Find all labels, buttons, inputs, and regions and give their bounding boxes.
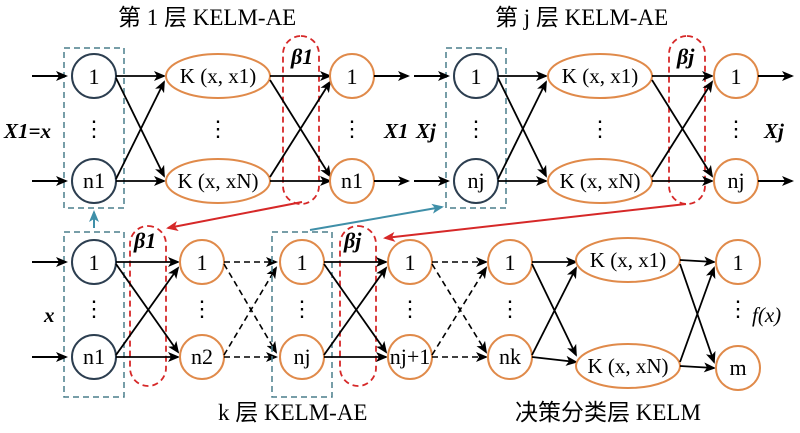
kernel-label: K (x, xN) bbox=[587, 354, 668, 378]
beta-dashed-box bbox=[668, 35, 706, 205]
node-label: 1 bbox=[405, 250, 416, 275]
node-label: 1 bbox=[347, 64, 358, 89]
node-label: nj bbox=[293, 344, 310, 369]
vertical-dots: ⋮ bbox=[341, 116, 363, 141]
kernel-label: K (x, xN) bbox=[177, 169, 258, 193]
output-function-label: f(x) bbox=[752, 303, 781, 327]
output-label: X1 bbox=[383, 119, 409, 143]
vertical-dots: ⋮ bbox=[727, 296, 749, 321]
vertical-dots: ⋮ bbox=[291, 296, 313, 321]
caption-layer-j: 第 j 层 KELM-AE bbox=[495, 5, 668, 30]
beta-dashed-box bbox=[282, 35, 320, 205]
beta-label: βj bbox=[343, 228, 362, 253]
vertical-dots: ⋮ bbox=[83, 116, 105, 141]
input-dashed-box bbox=[63, 231, 125, 398]
caption-decision-layer: 决策分类层 KELM bbox=[515, 400, 701, 425]
output-node bbox=[715, 345, 761, 391]
caption-layer-k: k 层 KELM-AE bbox=[218, 400, 367, 425]
vertical-dots: ⋮ bbox=[499, 296, 521, 321]
vertical-dots: ⋮ bbox=[589, 116, 611, 141]
node-label: 1 bbox=[89, 64, 100, 89]
output-node bbox=[715, 239, 761, 285]
vertical-dots: ⋮ bbox=[725, 116, 747, 141]
node-label: n1 bbox=[341, 168, 363, 193]
kernel-label: K (x, x1) bbox=[590, 248, 666, 272]
node-label: 1 bbox=[505, 250, 516, 275]
stacked-network: 1 ⋮ n1 x β1 1 ⋮ n2 1 ⋮ nj βj bbox=[32, 225, 781, 398]
link-arrow-blue bbox=[309, 203, 444, 231]
kernel-label: K (x, x1) bbox=[562, 64, 638, 88]
node-label: 1 bbox=[197, 250, 208, 275]
node-label: 1 bbox=[471, 64, 482, 89]
beta-dashed-box bbox=[129, 225, 167, 387]
node-label: 1 bbox=[89, 250, 100, 275]
input-dashed-box bbox=[63, 47, 125, 209]
node-label: n2 bbox=[191, 344, 213, 369]
vertical-dots: ⋮ bbox=[207, 116, 229, 141]
node-label: nk bbox=[499, 344, 521, 369]
node-label: n1 bbox=[83, 344, 105, 369]
node-label: n1 bbox=[83, 168, 105, 193]
caption-layer-1: 第 1 层 KELM-AE bbox=[118, 5, 296, 30]
vertical-dots: ⋮ bbox=[465, 116, 487, 141]
kernel-label: K (x, xN) bbox=[559, 169, 640, 193]
node-label: nj bbox=[727, 168, 744, 193]
input-label: x bbox=[43, 303, 55, 327]
output-label: Xj bbox=[763, 119, 784, 143]
input-dashed-box bbox=[445, 47, 507, 209]
vertical-dots: ⋮ bbox=[399, 296, 421, 321]
layer-j-kelm-ae: 1 ⋮ nj K (x, x1) ⋮ K (x, xN) βj 1 ⋮ nj X… bbox=[414, 35, 794, 209]
node-label: nj bbox=[467, 168, 484, 193]
node-label: nj+1 bbox=[390, 344, 431, 369]
vertical-dots: ⋮ bbox=[83, 296, 105, 321]
input-label: X1=x bbox=[3, 119, 51, 143]
vertical-dots: ⋮ bbox=[191, 296, 213, 321]
input-label: Xj bbox=[415, 119, 436, 143]
beta-label: β1 bbox=[133, 228, 156, 253]
node-label: m bbox=[729, 355, 746, 380]
node-label: 1 bbox=[731, 64, 742, 89]
input-dashed-box bbox=[271, 231, 333, 398]
node-label: 1 bbox=[297, 250, 308, 275]
link-arrow-red bbox=[166, 201, 303, 232]
link-arrow-red bbox=[383, 203, 687, 242]
beta-label: βj bbox=[676, 44, 695, 69]
beta-label: β1 bbox=[290, 44, 313, 69]
kernel-label: K (x, x1) bbox=[180, 64, 256, 88]
beta-dashed-box bbox=[339, 225, 377, 387]
node-label: 1 bbox=[733, 250, 744, 275]
layer-1-kelm-ae: 1 ⋮ n1 K (x, x1) ⋮ K (x, xN) β1 1 ⋮ n1 X… bbox=[3, 35, 410, 209]
